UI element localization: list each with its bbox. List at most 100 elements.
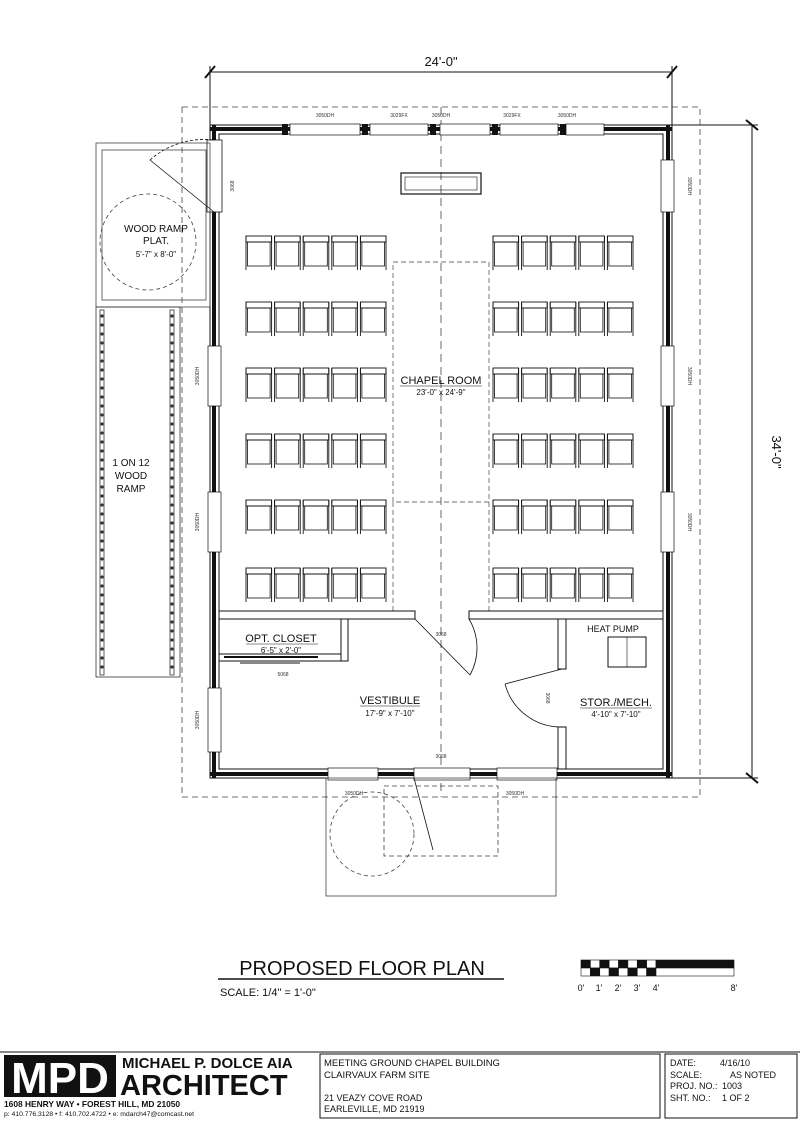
- ramp-post: [100, 647, 104, 651]
- site-line-2: EARLEVILLE, MD 21919: [324, 1104, 425, 1114]
- chair: [359, 567, 387, 602]
- svg-text:MPD: MPD: [11, 1054, 109, 1103]
- chair: [492, 433, 520, 468]
- ramp-label-1: 1 ON 12: [112, 458, 150, 469]
- svg-text:3050DH: 3050DH: [686, 367, 692, 386]
- ramp-post: [170, 539, 174, 543]
- ramp-post: [100, 530, 104, 534]
- mech-size: 4'-10" x 7'-10": [591, 710, 640, 719]
- chair: [578, 499, 605, 534]
- ramp-post: [170, 665, 174, 669]
- ramp-post: [170, 566, 174, 570]
- chair: [359, 433, 387, 468]
- scale-bar-cell: [627, 959, 638, 969]
- svg-text:3050DH: 3050DH: [558, 113, 577, 119]
- svg-text:1 OF 2: 1 OF 2: [722, 1093, 750, 1103]
- ramp-post: [170, 656, 174, 660]
- svg-text:DATE:: DATE:: [670, 1058, 696, 1068]
- chair: [578, 235, 605, 270]
- ramp-post: [100, 611, 104, 615]
- ramp-post: [100, 584, 104, 588]
- svg-text:3068: 3068: [230, 180, 236, 191]
- ramp-post: [170, 485, 174, 489]
- svg-text:3050DH: 3050DH: [195, 366, 201, 385]
- ramp-post: [170, 341, 174, 345]
- chair: [606, 367, 634, 402]
- ramp-post: [170, 368, 174, 372]
- chair: [492, 499, 520, 534]
- ramp-post: [100, 602, 104, 606]
- chair: [549, 301, 577, 336]
- scale-bar-labels: 0' 1' 2' 3' 4' 8': [578, 983, 738, 993]
- chair: [274, 567, 301, 602]
- chair: [274, 235, 301, 270]
- ramp-post: [100, 593, 104, 597]
- chair: [359, 301, 387, 336]
- ramp-post: [170, 575, 174, 579]
- ramp-post: [170, 314, 174, 318]
- side-entry-door: [149, 139, 223, 213]
- chair: [606, 499, 634, 534]
- ramp-post: [170, 557, 174, 561]
- chair: [245, 235, 273, 270]
- chair: [521, 433, 548, 468]
- mech-door-tag: 3068: [544, 692, 550, 703]
- ramp-post: [170, 413, 174, 417]
- ramp-post: [170, 593, 174, 597]
- chair: [302, 499, 330, 534]
- aisle-outline: [392, 261, 490, 503]
- firm-title: ARCHITECT: [120, 1070, 288, 1102]
- scale-bar-cell: [608, 959, 619, 969]
- ramp-post: [100, 521, 104, 525]
- heat-pump-label: HEAT PUMP: [587, 624, 639, 634]
- chair: [359, 235, 387, 270]
- ramp-plat-label-2: PLAT.: [143, 236, 169, 247]
- ramp-post: [170, 467, 174, 471]
- chair: [549, 367, 577, 402]
- chair: [331, 235, 358, 270]
- ramp-post: [170, 647, 174, 651]
- chair: [302, 235, 330, 270]
- chair: [302, 567, 330, 602]
- chair: [331, 567, 358, 602]
- side-window-tags: 3050DH 3050DH 3050DH 3050DH 3050DH 3050D…: [195, 177, 692, 729]
- ramp-post: [100, 656, 104, 660]
- chair: [302, 367, 330, 402]
- chair: [549, 235, 577, 270]
- svg-text:3050DH: 3050DH: [432, 113, 451, 119]
- ramp-post: [170, 638, 174, 642]
- ramp-post: [100, 476, 104, 480]
- ramp-post: [100, 359, 104, 363]
- scale-bar-cell: [627, 967, 638, 977]
- ramp-post: [100, 548, 104, 552]
- scale-bar-cell: [599, 959, 610, 969]
- scale-bar-cell: [655, 967, 735, 977]
- ramp-post: [100, 467, 104, 471]
- ramp-post: [100, 620, 104, 624]
- ramp-post: [100, 494, 104, 498]
- svg-text:4': 4': [653, 983, 660, 993]
- mech-label: STOR./MECH.: [580, 697, 652, 709]
- scale-bar-cell: [618, 967, 629, 977]
- ramp-post: [100, 575, 104, 579]
- ramp-post: [170, 422, 174, 426]
- svg-text:3050DH: 3050DH: [686, 177, 692, 196]
- title-block: [0, 1051, 800, 1119]
- firm-contact: p: 410.776.3128 • f: 410.702.4722 • e: m…: [4, 1111, 194, 1118]
- scale-bar: [580, 959, 735, 977]
- scale-bar-cell: [636, 967, 647, 977]
- chair: [274, 499, 301, 534]
- front-entry-windows: [327, 767, 558, 781]
- chair: [245, 367, 273, 402]
- ramp-post: [170, 503, 174, 507]
- ramp-post: [170, 431, 174, 435]
- ramp-post: [100, 422, 104, 426]
- mech-door: [504, 668, 563, 728]
- chair: [549, 499, 577, 534]
- ramp-post: [170, 548, 174, 552]
- closet-label: OPT. CLOSET: [245, 633, 317, 645]
- ramp-post: [170, 404, 174, 408]
- svg-text:4/16/10: 4/16/10: [720, 1058, 750, 1068]
- wood-ramp: [95, 306, 181, 678]
